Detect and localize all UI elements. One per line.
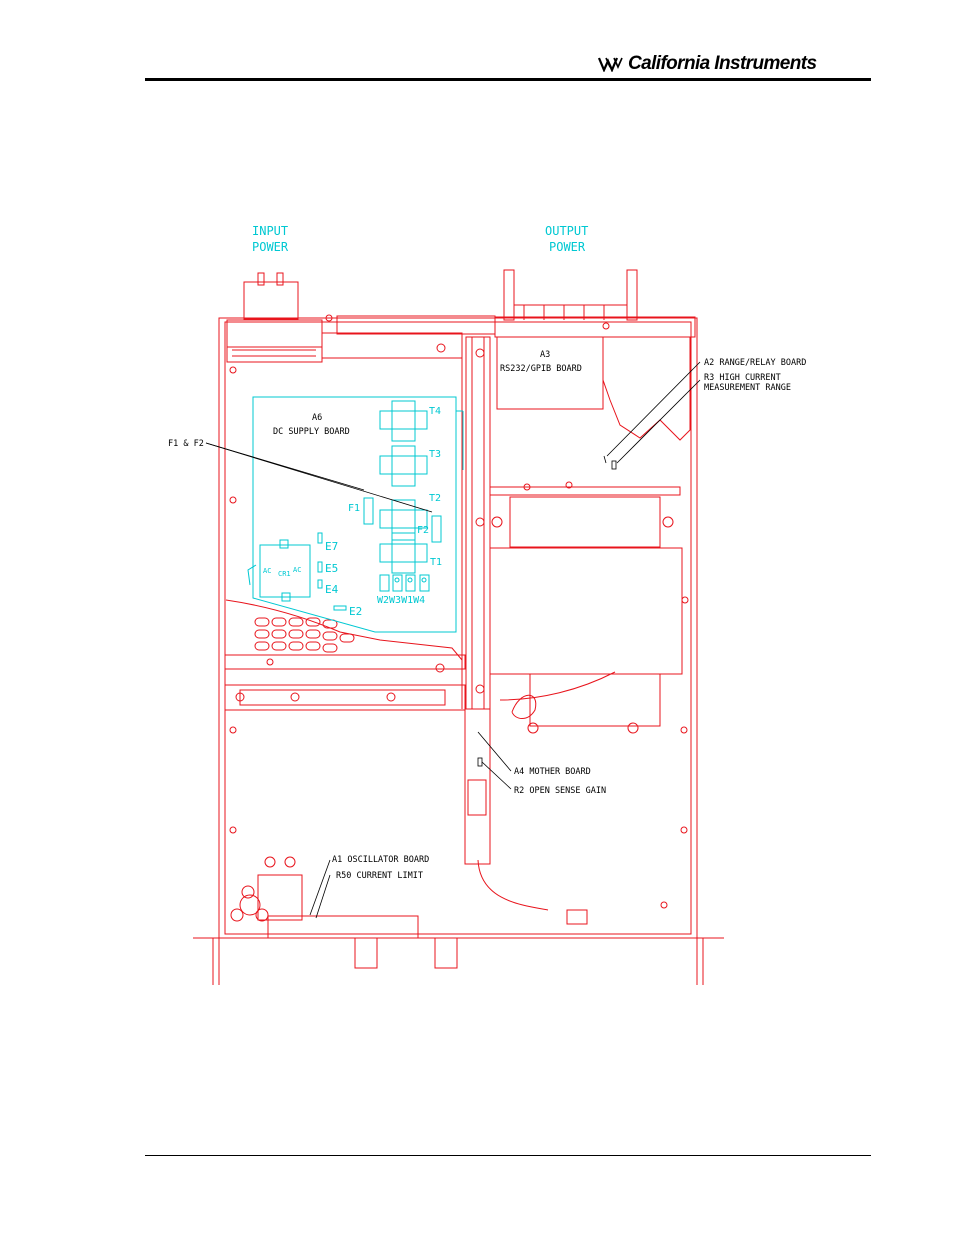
component-labels: T4 T3 T2 T1 F1 F2 E7 E5 E4 E2 CR1 AC AC … [263, 406, 442, 618]
e2-label: E2 [349, 605, 362, 618]
r50-callout: R50 CURRENT LIMIT [336, 871, 423, 881]
input-power-line2: POWER [252, 240, 289, 254]
output-power-line2: POWER [549, 240, 586, 254]
ac-left-label: AC [263, 567, 271, 575]
r3-callout-line2: MEASUREMENT RANGE [704, 383, 791, 393]
ac-right-label: AC [293, 566, 301, 574]
a6-title: DC SUPPLY BOARD [273, 427, 350, 437]
t4-label: T4 [429, 406, 441, 417]
power-labels: INPUT POWER OUTPUT POWER [252, 224, 588, 254]
r3-callout-line1: R3 HIGH CURRENT [704, 373, 781, 383]
chassis-outline [193, 269, 724, 985]
vent-slots [254, 617, 355, 653]
e5-label: E5 [325, 562, 338, 575]
input-power-line1: INPUT [252, 224, 288, 238]
f2-label: F2 [417, 525, 429, 536]
a2-callout: A2 RANGE/RELAY BOARD [704, 358, 806, 368]
e7-label: E7 [325, 540, 338, 553]
output-power-line1: OUTPUT [545, 224, 588, 238]
a4-callout: A4 MOTHER BOARD [514, 767, 591, 777]
t1-label: T1 [430, 557, 442, 568]
board-titles: A3 RS232/GPIB BOARD A6 DC SUPPLY BOARD [273, 350, 582, 437]
brand-name: California Instruments [628, 53, 817, 74]
footer-rule [145, 1155, 871, 1156]
cr1-label: CR1 [278, 570, 291, 578]
jumper-labels: W2W3W1W4 [377, 595, 425, 606]
callout-leaders [205, 361, 701, 919]
t3-label: T3 [429, 449, 441, 460]
a6-dc-supply-board [247, 396, 464, 633]
t2-label: T2 [429, 493, 441, 504]
ci-logo-icon [598, 57, 623, 72]
a1-callout: A1 OSCILLATOR BOARD [332, 855, 429, 865]
callout-labels: A2 RANGE/RELAY BOARD R3 HIGH CURRENT MEA… [168, 358, 806, 881]
f1f2-callout: F1 & F2 [168, 439, 204, 449]
header-rule [145, 78, 871, 81]
a3-label: A3 [540, 350, 550, 360]
r2-callout: R2 OPEN SENSE GAIN [514, 786, 606, 796]
a6-label: A6 [312, 413, 322, 423]
e4-label: E4 [325, 583, 339, 596]
a3-title: RS232/GPIB BOARD [500, 364, 582, 374]
brand-logo: California Instruments [598, 52, 817, 76]
f1-label: F1 [348, 503, 360, 514]
